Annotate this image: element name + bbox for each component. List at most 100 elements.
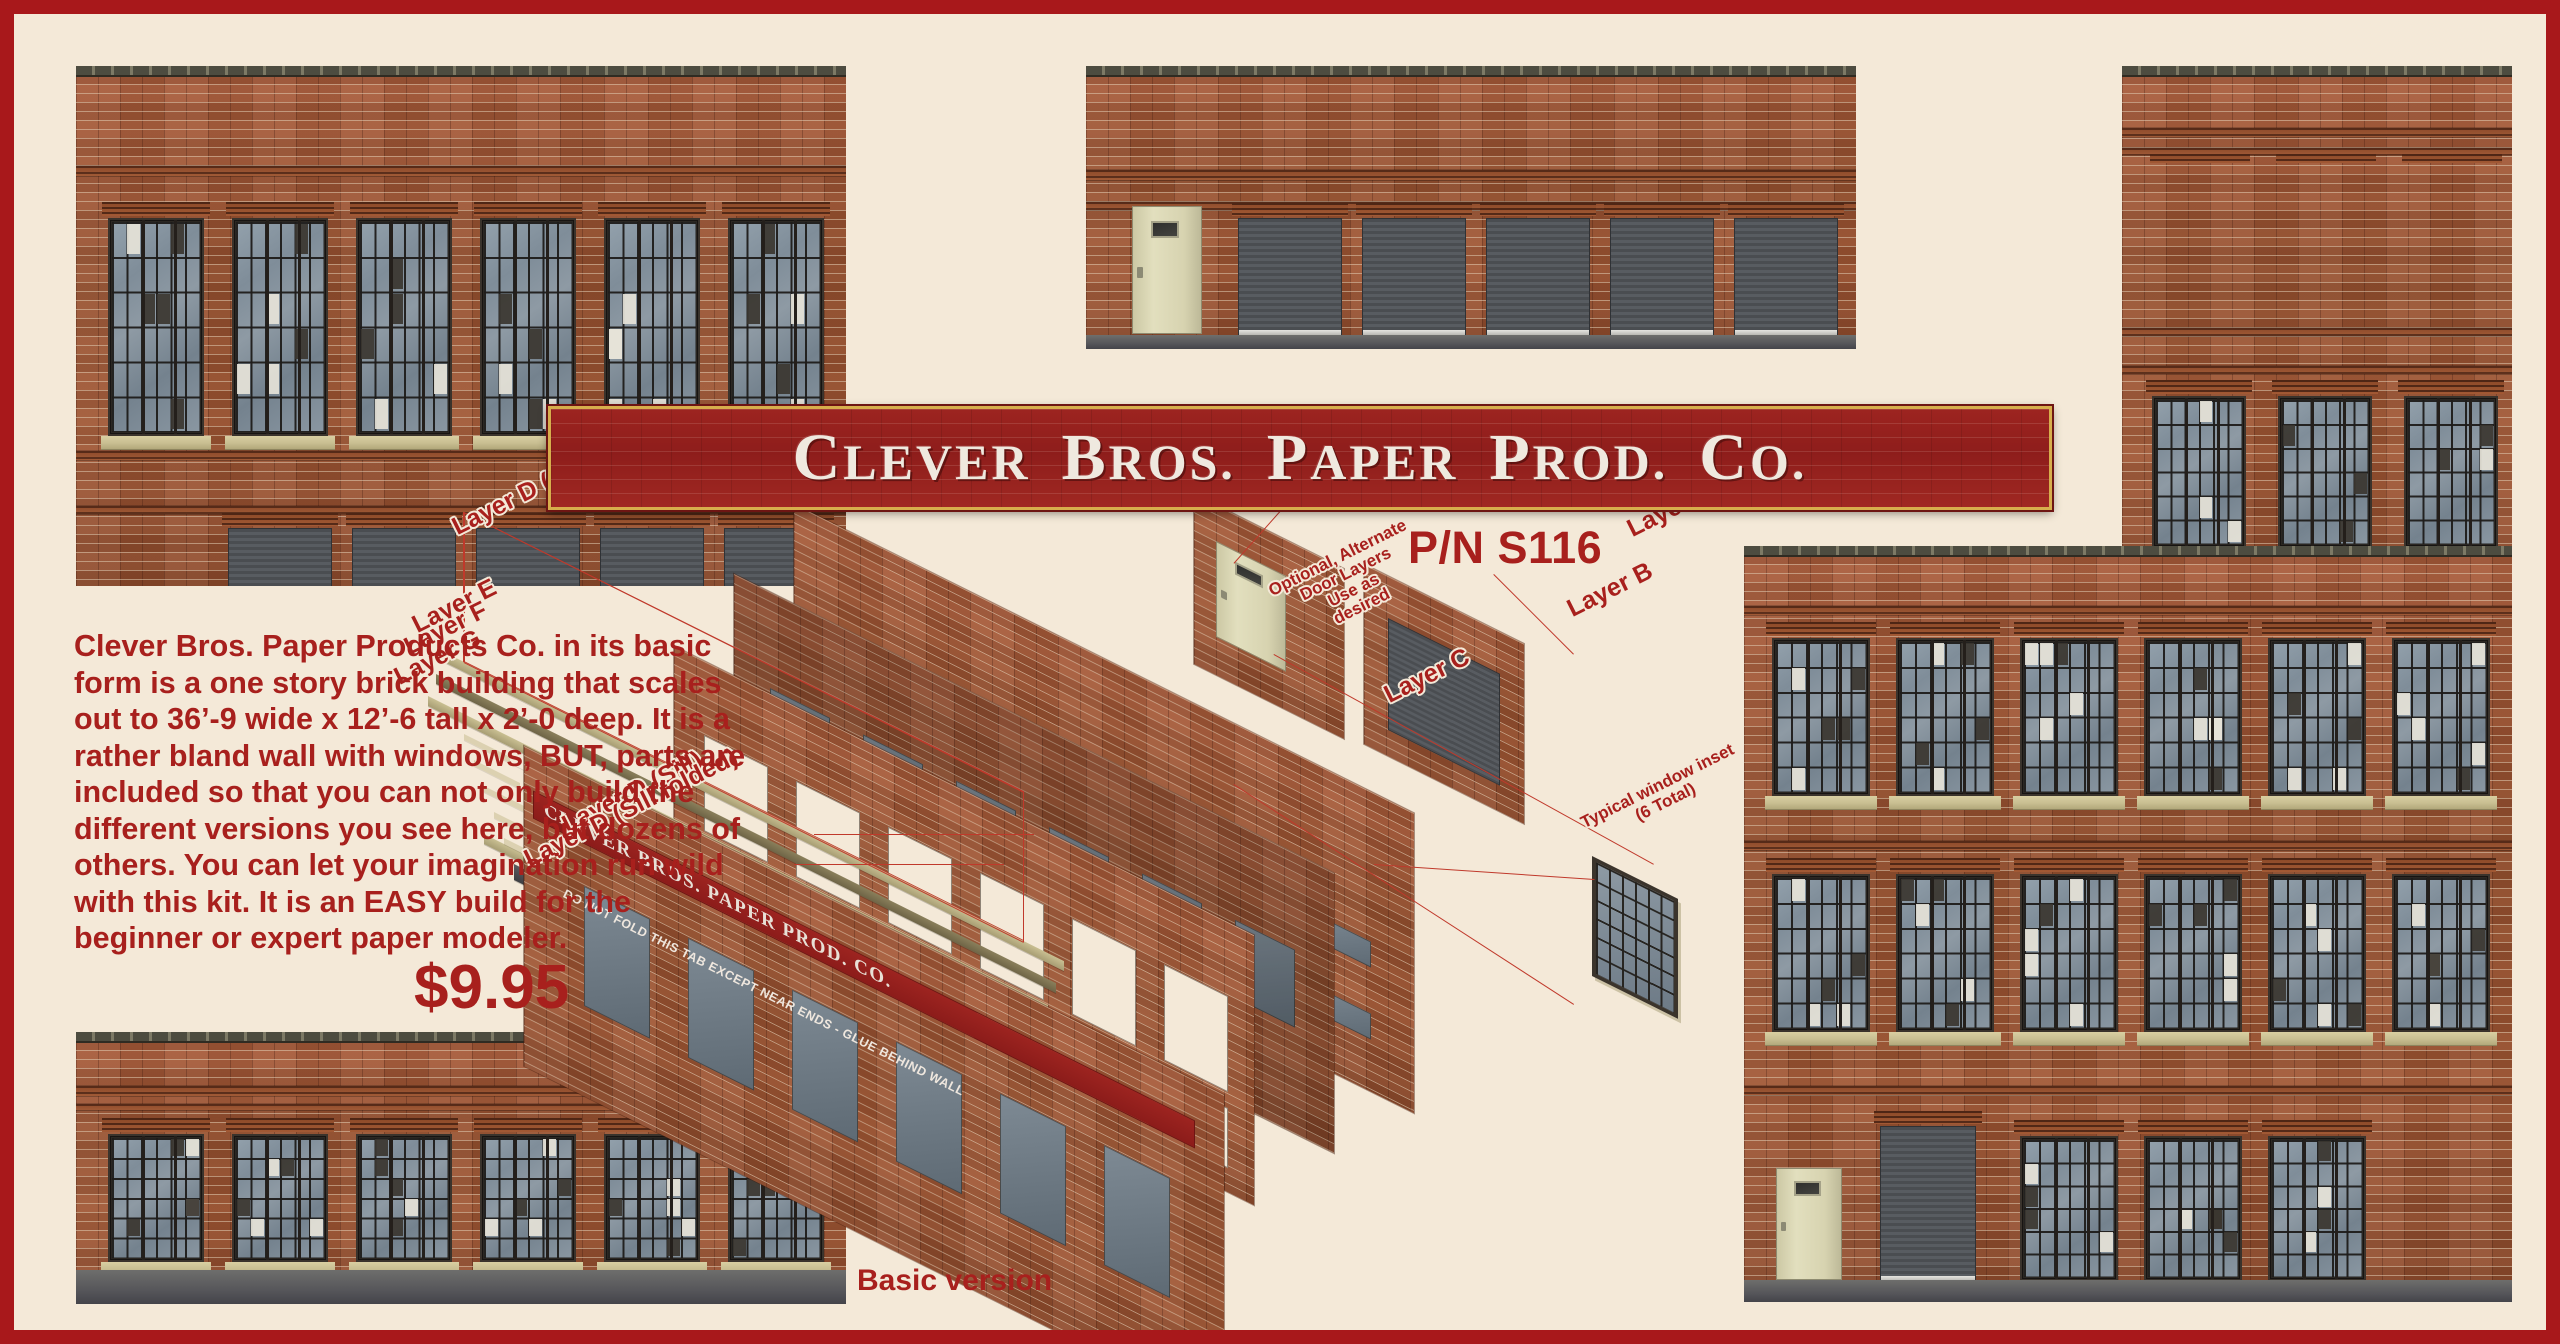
door-lintel[interactable]	[1874, 1111, 1982, 1124]
window-glass[interactable]	[2156, 400, 2242, 544]
rollup-door-lip[interactable]	[1611, 330, 1713, 335]
window[interactable]	[1772, 874, 1870, 1032]
window-sill[interactable]	[2385, 796, 2497, 810]
door-lintel[interactable]	[222, 513, 338, 526]
window[interactable]	[2152, 396, 2246, 548]
window[interactable]	[480, 218, 576, 436]
window[interactable]	[2144, 1136, 2242, 1281]
rollup-door[interactable]	[1238, 218, 1342, 336]
window-lintel[interactable]	[2386, 622, 2496, 636]
cornice-dentil[interactable]	[2402, 154, 2502, 163]
rollup-door[interactable]	[1486, 218, 1590, 336]
window[interactable]	[2392, 638, 2490, 796]
window-sash-bar[interactable]	[390, 220, 393, 434]
window-lintel[interactable]	[2386, 858, 2496, 872]
window-sash-bar[interactable]	[2055, 640, 2058, 794]
window-glass[interactable]	[484, 1138, 572, 1258]
window-lintel[interactable]	[226, 1118, 334, 1132]
window-lintel[interactable]	[722, 202, 830, 216]
rollup-door-lip[interactable]	[1487, 330, 1589, 335]
window-sash-bar[interactable]	[2335, 640, 2338, 794]
window[interactable]	[2268, 638, 2366, 796]
window-sash-bar[interactable]	[794, 220, 797, 434]
window-glass[interactable]	[2408, 400, 2494, 544]
rollup-door[interactable]	[1880, 1126, 1976, 1282]
window-sill[interactable]	[2137, 1032, 2249, 1046]
window[interactable]	[356, 1134, 452, 1262]
window-sash-bar[interactable]	[2427, 640, 2430, 794]
window-sill[interactable]	[101, 436, 211, 450]
window-lintel[interactable]	[2262, 1120, 2372, 1134]
window-glass[interactable]	[2396, 878, 2486, 1028]
window-sash-bar[interactable]	[1931, 876, 1934, 1030]
man-door-window[interactable]	[1793, 1181, 1821, 1197]
door-lintel[interactable]	[1604, 203, 1720, 216]
window-sash-bar[interactable]	[2427, 876, 2430, 1030]
window[interactable]	[1896, 874, 1994, 1032]
rollup-door-lip[interactable]	[1363, 330, 1465, 335]
window-sash-bar[interactable]	[2185, 398, 2188, 546]
window-lintel[interactable]	[2014, 858, 2124, 872]
window-glass[interactable]	[2024, 878, 2114, 1028]
window-glass[interactable]	[1776, 878, 1866, 1028]
window[interactable]	[2020, 874, 2118, 1032]
window-sash-bar[interactable]	[670, 220, 673, 434]
window[interactable]	[728, 218, 824, 436]
window-sash-bar[interactable]	[2303, 640, 2306, 794]
window-lintel[interactable]	[2138, 622, 2248, 636]
window-sash-bar[interactable]	[174, 1136, 177, 1260]
window[interactable]	[108, 1134, 204, 1262]
window-sash-bar[interactable]	[514, 220, 517, 434]
window-sill[interactable]	[2261, 796, 2373, 810]
window-sash-bar[interactable]	[2437, 398, 2440, 546]
door-lintel[interactable]	[1232, 203, 1348, 216]
window-sill[interactable]	[2013, 796, 2125, 810]
window-sash-bar[interactable]	[1839, 640, 1842, 794]
window-sash-bar[interactable]	[762, 220, 765, 434]
window-sill[interactable]	[1765, 1032, 1877, 1046]
window-lintel[interactable]	[2014, 1120, 2124, 1134]
window[interactable]	[604, 1134, 700, 1262]
window-sash-bar[interactable]	[2211, 876, 2214, 1030]
window-sash-bar[interactable]	[2459, 640, 2462, 794]
window-lintel[interactable]	[598, 202, 706, 216]
window-lintel[interactable]	[350, 1118, 458, 1132]
window-glass[interactable]	[732, 222, 820, 432]
window-sash-bar[interactable]	[1839, 876, 1842, 1030]
window-glass[interactable]	[608, 222, 696, 432]
window-sash-bar[interactable]	[670, 1136, 673, 1260]
rollup-door-lip[interactable]	[1239, 330, 1341, 335]
window-sash-bar[interactable]	[1807, 640, 1810, 794]
window-glass[interactable]	[236, 222, 324, 432]
window-sash-bar[interactable]	[2211, 640, 2214, 794]
window-glass[interactable]	[2272, 878, 2362, 1028]
window[interactable]	[480, 1134, 576, 1262]
window-sash-bar[interactable]	[142, 1136, 145, 1260]
window-lintel[interactable]	[1890, 858, 2000, 872]
window-sash-bar[interactable]	[2211, 1138, 2214, 1279]
window-sash-bar[interactable]	[514, 1136, 517, 1260]
window-sash-bar[interactable]	[2179, 640, 2182, 794]
window-glass[interactable]	[1900, 878, 1990, 1028]
door-lintel[interactable]	[594, 513, 710, 526]
window-glass[interactable]	[236, 1138, 324, 1258]
window[interactable]	[2268, 1136, 2366, 1281]
rollup-door[interactable]	[1734, 218, 1838, 336]
rollup-door-lip[interactable]	[1735, 330, 1837, 335]
window-sill[interactable]	[2261, 1032, 2373, 1046]
door-lintel[interactable]	[1356, 203, 1472, 216]
window-glass[interactable]	[2396, 642, 2486, 792]
window-glass[interactable]	[360, 222, 448, 432]
window[interactable]	[1896, 638, 1994, 796]
window-sash-bar[interactable]	[1963, 640, 1966, 794]
window-sash-bar[interactable]	[2087, 876, 2090, 1030]
rollup-door[interactable]	[352, 528, 456, 586]
window-sash-bar[interactable]	[638, 220, 641, 434]
man-door-knob[interactable]	[1780, 1221, 1786, 1231]
window[interactable]	[2278, 396, 2372, 548]
door-lintel[interactable]	[346, 513, 462, 526]
window-sash-bar[interactable]	[2179, 1138, 2182, 1279]
window[interactable]	[2268, 874, 2366, 1032]
window-lintel[interactable]	[474, 1118, 582, 1132]
door-lintel[interactable]	[1480, 203, 1596, 216]
